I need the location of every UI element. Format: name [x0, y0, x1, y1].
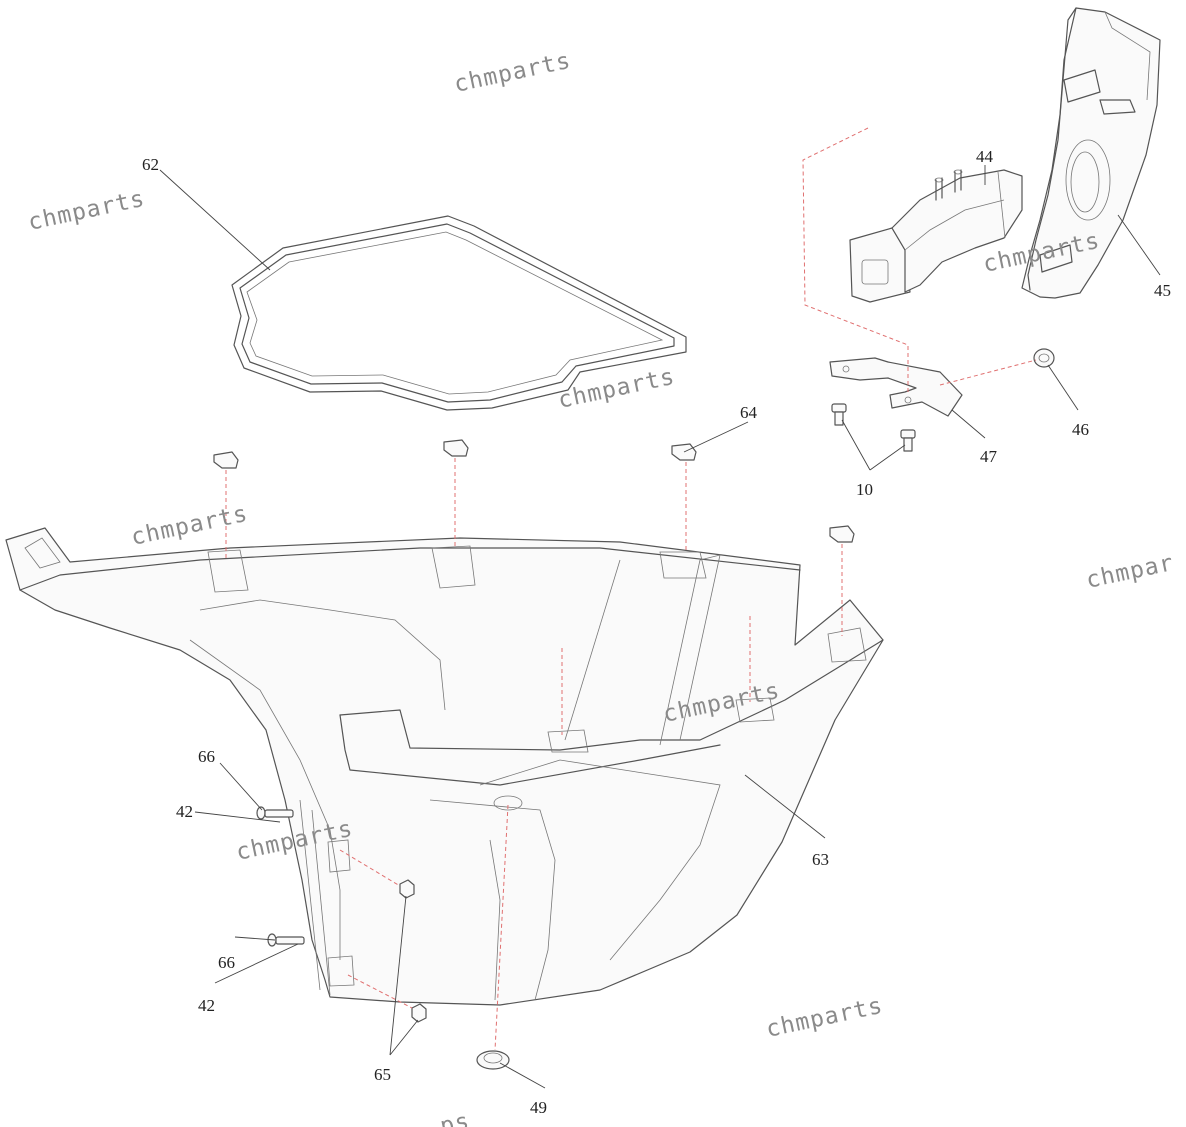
callout-66-upper: 66 [198, 747, 215, 766]
callout-labels: 62 44 45 46 47 10 64 63 66 42 66 42 65 4… [142, 147, 1171, 1117]
part-66-42-bolts[interactable] [256, 806, 305, 947]
watermark-left-upper: chmparts [26, 186, 148, 236]
watermark-lower-right: chmparts [764, 993, 886, 1043]
part-10-screws[interactable] [831, 403, 916, 452]
watermark-right-edge: chmpar [1084, 550, 1177, 594]
watermark-gasket: chmparts [556, 364, 678, 414]
callout-64: 64 [740, 403, 758, 422]
callout-42-upper: 42 [176, 802, 193, 821]
part-46-grommet[interactable] [1033, 348, 1055, 368]
assembly-lines [225, 127, 1037, 1051]
part-47-bracket[interactable] [829, 357, 963, 417]
watermark-top: chmparts [452, 48, 574, 98]
part-49-grommet[interactable] [476, 1050, 510, 1070]
callout-42-lower: 42 [198, 996, 215, 1015]
callout-44: 44 [976, 147, 994, 166]
part-62-gasket[interactable] [231, 215, 687, 411]
callout-10: 10 [856, 480, 873, 499]
part-45-side-cover[interactable] [1021, 7, 1161, 299]
callout-62: 62 [142, 155, 159, 174]
callout-46: 46 [1072, 420, 1089, 439]
callout-63: 63 [812, 850, 829, 869]
part-44-air-duct[interactable] [849, 169, 1023, 303]
callout-45: 45 [1154, 281, 1171, 300]
callout-66-lower: 66 [218, 953, 235, 972]
callout-49: 49 [530, 1098, 547, 1117]
part-65-nuts[interactable] [399, 879, 427, 1023]
leader-lines [159, 165, 1161, 1089]
callout-47: 47 [980, 447, 998, 466]
part-63-body-cowl[interactable] [5, 527, 884, 1006]
watermark-left-middle: chmparts [129, 501, 251, 551]
callout-65: 65 [374, 1065, 391, 1084]
watermark-bottom-fragment: ps [438, 1108, 472, 1127]
